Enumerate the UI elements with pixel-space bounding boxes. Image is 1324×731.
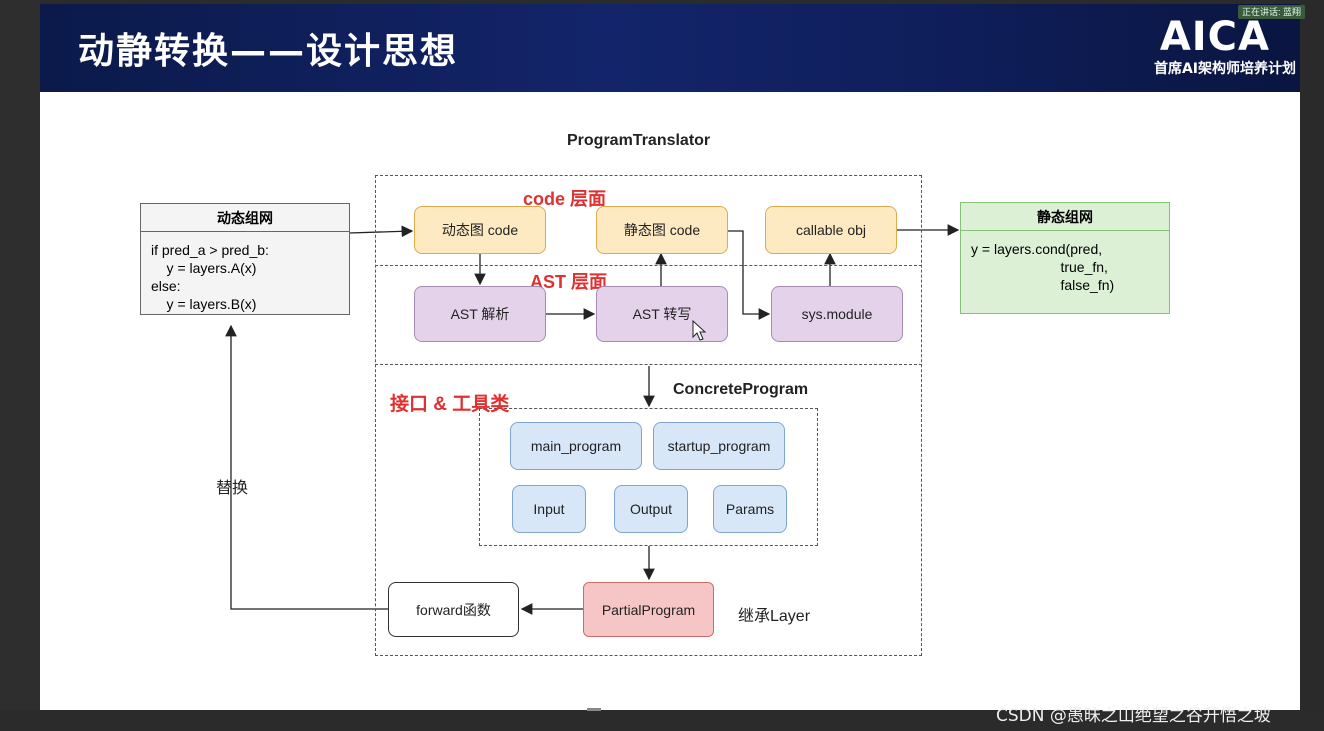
dynamic-net-title: 动态组网	[141, 204, 349, 232]
input-node: Input	[512, 485, 586, 533]
window-bottom-frame	[0, 710, 1324, 731]
code-layer-label: code 层面	[523, 189, 607, 209]
callable-obj-node: callable obj	[765, 206, 897, 254]
inherit-layer-label: 继承Layer	[738, 608, 811, 625]
concrete-program-region	[479, 408, 818, 546]
mouse-cursor-icon	[692, 320, 706, 341]
slide-title: 动静转换——设计思想	[78, 31, 459, 72]
program-translator-title: ProgramTranslator	[567, 132, 711, 149]
forward-fn-node: forward函数	[388, 582, 519, 637]
aica-logo-subtitle: 首席AI架构师培养计划	[1153, 61, 1296, 77]
aica-logo: AICA	[1159, 14, 1270, 60]
arrow-dynamic-net-to-dynamic-code	[348, 225, 414, 238]
ast-layer-label: AST 层面	[530, 272, 608, 292]
ast-parse-node: AST 解析	[414, 286, 546, 342]
dynamic-net-code: if pred_a > pred_b: y = layers.A(x) else…	[151, 242, 269, 312]
design-diagram: ProgramTranslator code 层面 AST 层面 接口 & 工具…	[40, 4, 1300, 710]
arrow-static-code-to-sys-module	[727, 230, 771, 320]
static-net-code: y = layers.cond(pred, true_fn, false_fn)	[971, 241, 1115, 293]
program-translator-region	[375, 175, 922, 656]
static-code-node: 静态图 code	[596, 206, 728, 254]
csdn-watermark: CSDN @愚昧之山绝望之谷开悟之坡	[996, 706, 1271, 726]
main-program-node: main_program	[510, 422, 642, 470]
static-net-title: 静态组网	[961, 203, 1169, 231]
startup-program-node: startup_program	[653, 422, 785, 470]
slide: 动静转换——设计思想 AICA 首席AI架构师培养计划 ProgramTrans…	[40, 4, 1300, 710]
ast-rewrite-node: AST 转写	[596, 286, 728, 342]
slide-header: 动静转换——设计思想 AICA 首席AI架构师培养计划	[40, 4, 1300, 92]
dynamic-net-table: 动态组网 if pred_a > pred_b: y = layers.A(x)…	[140, 203, 350, 315]
window-right-frame	[1300, 0, 1324, 731]
window-left-frame	[0, 0, 40, 731]
diagram-connectors	[225, 224, 960, 615]
output-node: Output	[614, 485, 688, 533]
arrow-forward-fn-replace-dynamic-net	[225, 324, 388, 610]
bottom-indicator	[587, 708, 601, 711]
interface-layer-label: 接口 & 工具类	[390, 394, 510, 415]
partial-program-node: PartialProgram	[583, 582, 714, 637]
dynamic-code-node: 动态图 code	[414, 206, 546, 254]
concrete-program-title: ConcreteProgram	[673, 381, 809, 398]
sys-module-node: sys.module	[771, 286, 903, 342]
replace-label: 替换	[216, 480, 249, 497]
ast-layer-region	[375, 265, 922, 365]
params-node: Params	[713, 485, 787, 533]
static-net-table: 静态组网 y = layers.cond(pred, true_fn, fals…	[960, 202, 1170, 314]
speaking-indicator-badge: 正在讲话: 蓝翔	[1238, 5, 1306, 19]
